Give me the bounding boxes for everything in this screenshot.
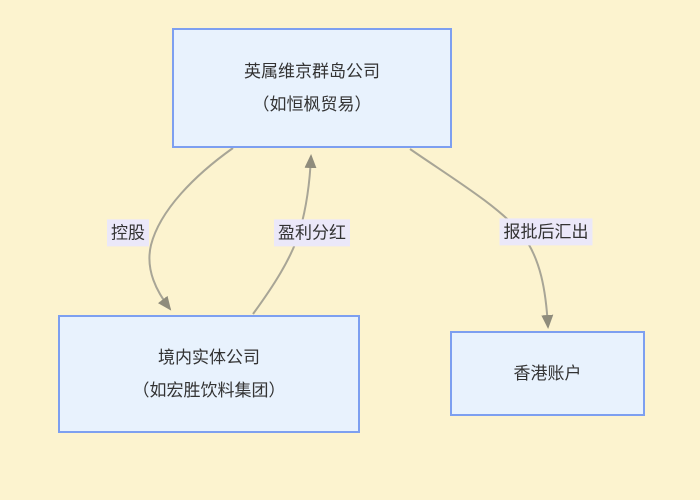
- edge-label-remit: 报批后汇出: [499, 218, 593, 246]
- node-domestic-company-subtitle: （如宏胜饮料集团）: [132, 381, 286, 400]
- node-bvi-company-title: 英属维京群岛公司: [244, 62, 380, 81]
- node-hk-account: 香港账户: [450, 331, 645, 416]
- edge-holding-line: [148, 147, 234, 311]
- node-domestic-company: 境内实体公司 （如宏胜饮料集团）: [58, 315, 360, 433]
- node-domestic-company-title: 境内实体公司: [158, 348, 260, 367]
- node-bvi-company-subtitle: （如恒枫贸易）: [252, 95, 372, 114]
- edge-label-dividend: 盈利分红: [274, 219, 350, 247]
- edge-label-holding: 控股: [107, 219, 149, 247]
- node-hk-account-title: 香港账户: [513, 364, 582, 383]
- node-bvi-company: 英属维京群岛公司 （如恒枫贸易）: [172, 28, 452, 148]
